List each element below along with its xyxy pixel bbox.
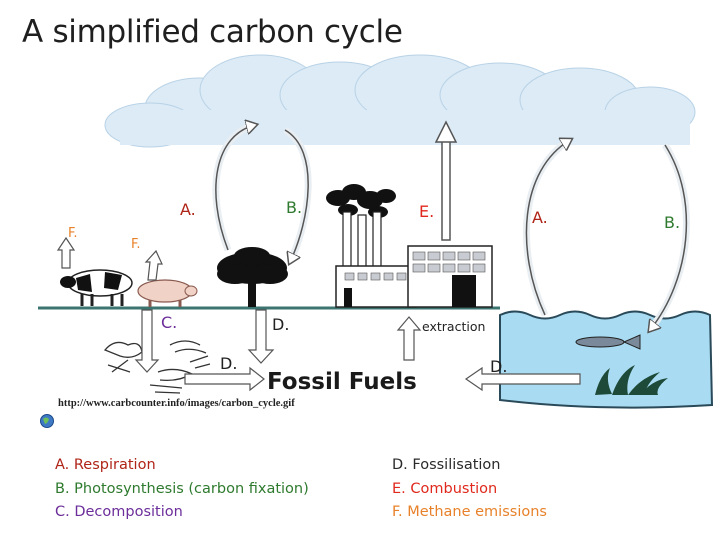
arrow-extraction (398, 317, 420, 360)
source-url: http://www.carbcounter.info/images/carbo… (58, 398, 295, 409)
clouds (105, 55, 695, 147)
legend-photosynthesis: B. Photosynthesis (carbon fixation) (55, 481, 309, 497)
label-d-lower: D. (220, 354, 237, 373)
label-d-right: D. (490, 357, 507, 376)
legend-combustion: E. Combustion (392, 481, 497, 497)
label-b-right: B. (664, 213, 680, 232)
label-a-right: A. (532, 208, 548, 227)
label-b-left: B. (286, 198, 302, 217)
legend-decomposition: C. Decomposition (55, 504, 183, 520)
fossil-bones (105, 341, 210, 393)
cow (60, 270, 132, 306)
label-e: E. (419, 202, 434, 221)
label-f-right: F. (131, 237, 141, 252)
arrow-loop-left (216, 125, 308, 262)
factory (326, 184, 492, 307)
globe-icon (41, 415, 54, 428)
pig (138, 280, 197, 307)
arrow-combustion (436, 122, 456, 240)
label-extraction: extraction (422, 319, 485, 334)
label-f-left: F. (68, 226, 78, 241)
tree (217, 247, 288, 307)
arrow-fossilisation-tree (249, 310, 273, 363)
label-a-left: A. (180, 200, 196, 219)
legend-respiration: A. Respiration (55, 457, 156, 473)
arrow-loop-right (526, 140, 686, 330)
legend-fossilisation: D. Fossilisation (392, 457, 501, 473)
arrow-decomposition (136, 310, 158, 372)
label-c: C. (161, 313, 177, 332)
legend-methane: F. Methane emissions (392, 504, 547, 520)
fossil-fuels-label: Fossil Fuels (267, 369, 417, 395)
label-d-center: D. (272, 315, 289, 334)
